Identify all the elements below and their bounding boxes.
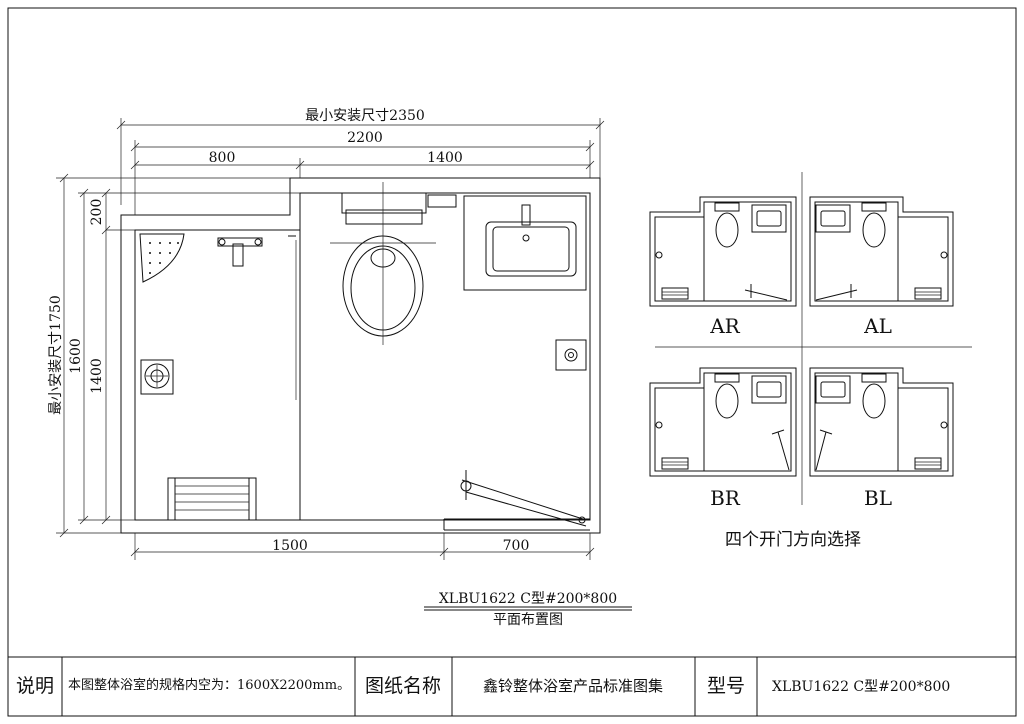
model-label: 型号 (707, 675, 745, 697)
name-label: 图纸名称 (365, 675, 441, 697)
dim-h-200: 200 (89, 199, 105, 226)
variant-br-label: BR (710, 486, 741, 510)
sink-icon (463, 195, 587, 291)
dim-h-1400: 1400 (89, 358, 105, 394)
variant-al: AL (809, 196, 954, 338)
dim-bottom-left: 1500 (272, 538, 308, 554)
desc-text: 本图整体浴室的规格内空为：1600X2200mm。 (68, 677, 350, 693)
dim-bottom-right: 700 (503, 538, 530, 554)
toilet-icon (330, 182, 457, 345)
shower-bench-icon (167, 477, 257, 521)
wall-outlet-icon (555, 339, 587, 371)
shower-mixer-icon (217, 235, 296, 267)
dim-seg-left: 800 (209, 150, 236, 166)
main-plan (120, 177, 601, 534)
dimension-lines (56, 118, 605, 560)
drawing-subtitle: 平面布置图 (493, 612, 563, 628)
variant-ar: AR (649, 196, 797, 338)
dim-seg-right: 1400 (427, 150, 463, 166)
dim-min-height: 最小安装尺寸1750 (48, 295, 64, 415)
dim-min-width: 最小安装尺寸2350 (305, 108, 425, 124)
variants-caption: 四个开门方向选择 (725, 530, 861, 550)
door-swing-icon (443, 470, 590, 531)
name-value: 鑫铃整体浴室产品标准图集 (483, 677, 663, 695)
variant-br: BR (649, 367, 797, 510)
inner-wall (134, 192, 591, 521)
variant-ar-label: AR (709, 314, 740, 338)
dim-h-1600: 1600 (68, 338, 84, 374)
desc-label: 说明 (16, 675, 54, 697)
variant-bl-label: BL (864, 486, 892, 510)
model-value: XLBU1622 C型#200*800 (772, 679, 950, 695)
title-bar: 说明 本图整体浴室的规格内空为：1600X2200mm。 图纸名称 鑫铃整体浴室… (7, 656, 1017, 717)
drawing-model: XLBU1622 C型#200*800 (439, 591, 617, 607)
variant-al-label: AL (863, 314, 892, 338)
outer-wall (120, 177, 601, 534)
floor-drain-icon (140, 359, 174, 395)
variant-dividers (655, 172, 972, 505)
drawing-title: XLBU1622 C型#200*800 平面布置图 (424, 591, 632, 628)
variant-bl: BL (809, 367, 954, 510)
corner-shelf (139, 233, 185, 283)
dim-total-width: 2200 (347, 130, 383, 146)
dimension-labels: 最小安装尺寸2350 2200 800 1400 1500 700 最小安装尺寸… (48, 108, 529, 554)
